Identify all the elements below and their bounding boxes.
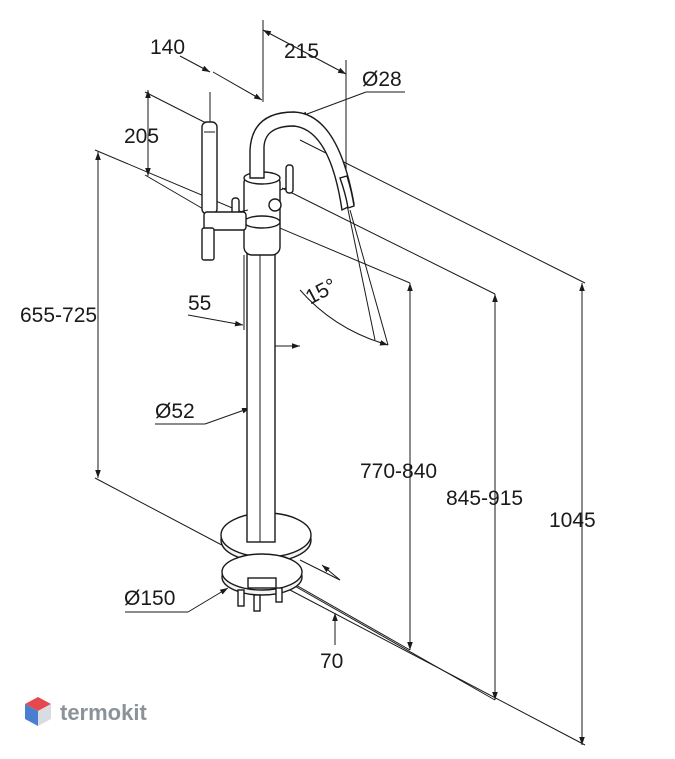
faucet [201, 111, 355, 612]
dim-140: 140 [150, 36, 185, 59]
dim-215: 215 [284, 40, 319, 63]
dim-15-degrees: 15° [302, 274, 341, 309]
mounting-bolts [237, 577, 283, 612]
dim-diameter-150: Ø150 [124, 587, 175, 610]
logo-text: termokit [60, 700, 147, 725]
cube-icon [25, 697, 51, 726]
dim-1045: 1045 [549, 509, 596, 532]
shower-holder [203, 211, 247, 231]
dim-205: 205 [124, 125, 159, 148]
extension-lines [94, 20, 586, 746]
dim-845-915: 845-915 [446, 487, 523, 510]
dim-70: 70 [320, 650, 343, 673]
hand-shower [201, 121, 218, 215]
dim-55: 55 [188, 292, 211, 315]
dim-diameter-52: Ø52 [155, 400, 195, 423]
mixer-body [243, 174, 281, 256]
dimension-lines [95, 29, 585, 745]
dim-diameter-28: Ø28 [362, 68, 402, 91]
dim-655-725: 655-725 [20, 304, 97, 327]
lever-right [285, 164, 294, 194]
dim-770-840: 770-840 [360, 460, 437, 483]
dimension-labels: 140 215 Ø28 205 655-725 15° 55 Ø52 770-8… [20, 36, 596, 673]
termokit-logo: termokit [25, 697, 147, 726]
main-column [246, 249, 276, 543]
